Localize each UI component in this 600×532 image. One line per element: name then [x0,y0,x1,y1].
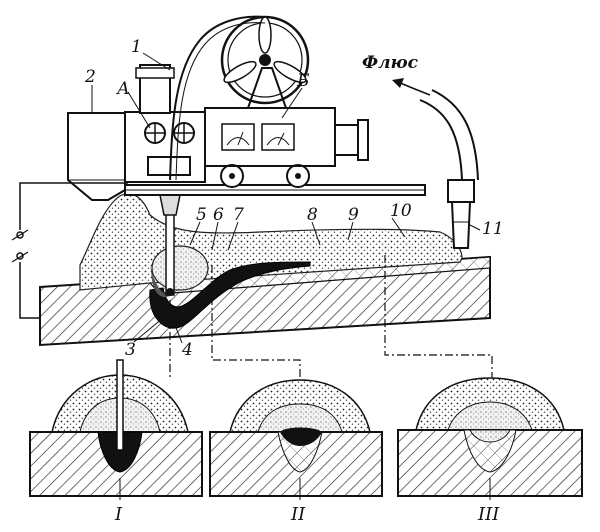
label-7: 7 [233,205,244,225]
label-section-1: I [114,504,123,525]
diagram-labels: 1 2 А Б Флюс 5 6 7 8 9 10 11 3 4 I II II… [84,37,504,525]
power-circuit [11,182,128,319]
electrode-wire [159,194,181,296]
label-9: 9 [348,205,359,225]
label-1: 1 [131,37,142,57]
label-b: Б [296,71,310,91]
label-11: 11 [482,219,504,239]
label-3: 3 [125,340,136,360]
cross-section-2 [209,379,383,500]
label-8: 8 [307,205,318,225]
flux-suction-nozzle [392,78,479,249]
feed-mechanism-a [124,64,206,183]
guide-rail [124,184,426,196]
label-section-2: II [290,504,306,525]
label-flux: Флюс [362,53,419,73]
label-10: 10 [390,201,412,221]
label-2: 2 [84,67,96,87]
flux-hopper [67,112,126,201]
wire-reel [220,15,310,109]
cross-section-3 [397,377,583,500]
control-unit-b [204,107,369,188]
leader-lines [91,52,481,344]
label-6: 6 [213,205,224,225]
wire-hose [169,15,266,181]
label-section-3: III [477,504,500,525]
label-5: 5 [196,205,207,225]
label-4: 4 [181,340,193,360]
label-a: А [116,79,130,99]
cross-section-1 [29,359,203,500]
